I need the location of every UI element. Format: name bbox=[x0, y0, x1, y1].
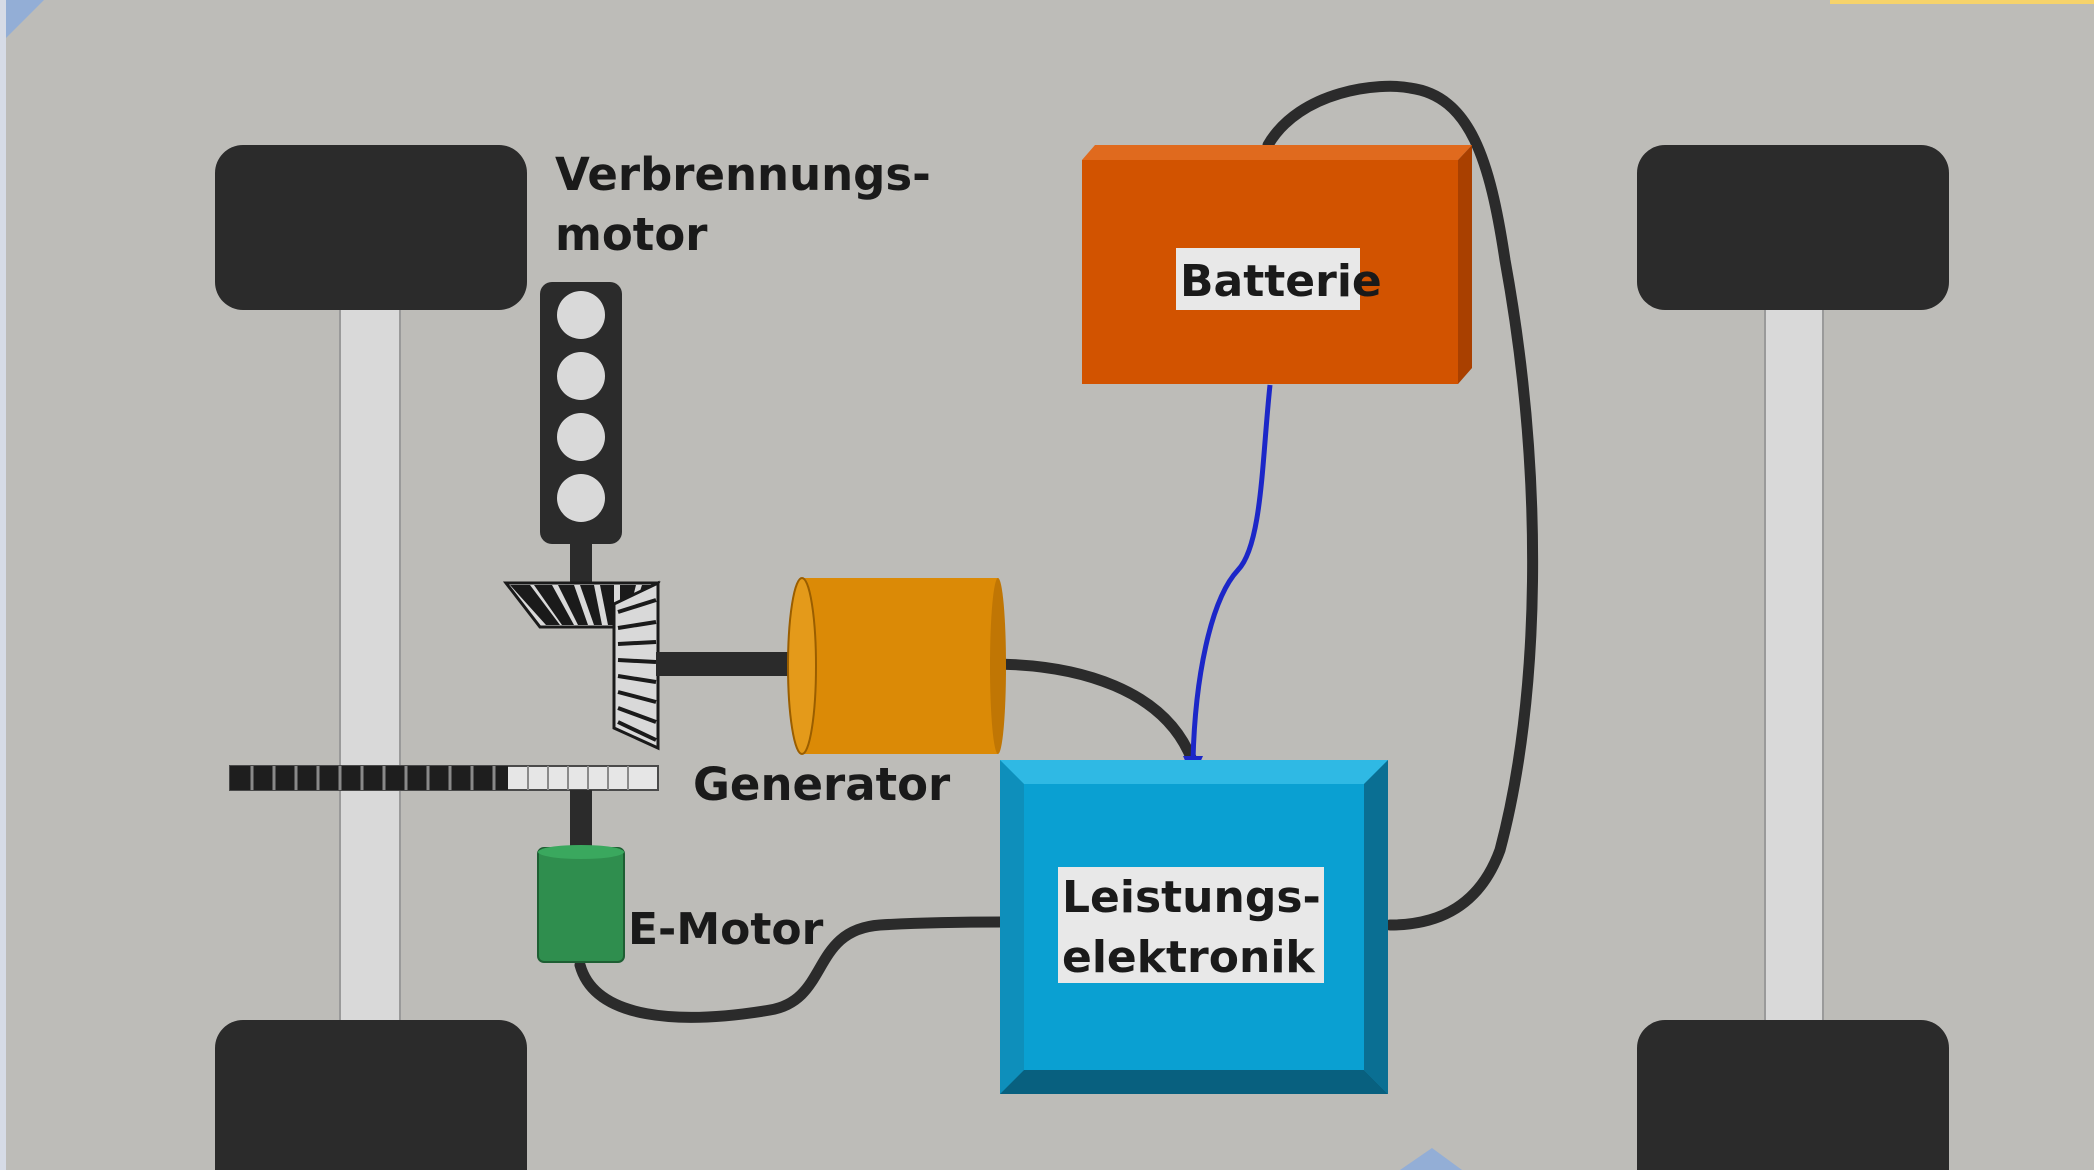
engine-cylinder-2 bbox=[557, 352, 605, 400]
emotor-label: E-Motor bbox=[628, 904, 824, 955]
ring-gear-bar bbox=[229, 765, 659, 791]
power-electronics-label-bg bbox=[1058, 867, 1324, 983]
left-edge-accent bbox=[0, 0, 6, 1170]
right-axle bbox=[1764, 304, 1824, 1046]
generator bbox=[787, 577, 1006, 755]
right-rear-wheel bbox=[1637, 1020, 1949, 1170]
signal-wire-battery-to-power-electronics bbox=[1190, 384, 1273, 761]
cable-generator-to-power-electronics bbox=[984, 658, 1198, 766]
emotor bbox=[537, 845, 625, 963]
engine-cylinder-1 bbox=[557, 291, 605, 339]
battery-label: Batterie bbox=[1180, 256, 1382, 307]
generator-shaft bbox=[656, 652, 796, 676]
engine-label-line1: Verbrennungs- bbox=[555, 148, 931, 201]
power-electronics-label-line2: elektronik bbox=[1062, 932, 1316, 983]
bevel-gear-vertical bbox=[612, 580, 660, 751]
cable-emotor-to-power-electronics bbox=[574, 916, 1009, 1023]
corner-accent-top-right bbox=[1830, 0, 2094, 4]
left-front-wheel bbox=[215, 145, 527, 310]
right-front-wheel bbox=[1637, 145, 1949, 310]
cable-battery-to-power-electronics bbox=[1262, 80, 1539, 931]
engine-cylinder-4 bbox=[557, 474, 605, 522]
engine-label-line2: motor bbox=[555, 208, 708, 261]
emotor-shaft bbox=[570, 790, 592, 850]
generator-label: Generator bbox=[693, 758, 951, 811]
engine-cylinder-3 bbox=[557, 413, 605, 461]
left-rear-wheel bbox=[215, 1020, 527, 1170]
left-axle bbox=[339, 304, 401, 1046]
power-electronics-label-line1: Leistungs- bbox=[1062, 872, 1321, 923]
corner-accent-top-left bbox=[0, 0, 44, 44]
battery-label-bg bbox=[1176, 248, 1360, 310]
bottom-accent bbox=[1400, 1148, 1462, 1170]
